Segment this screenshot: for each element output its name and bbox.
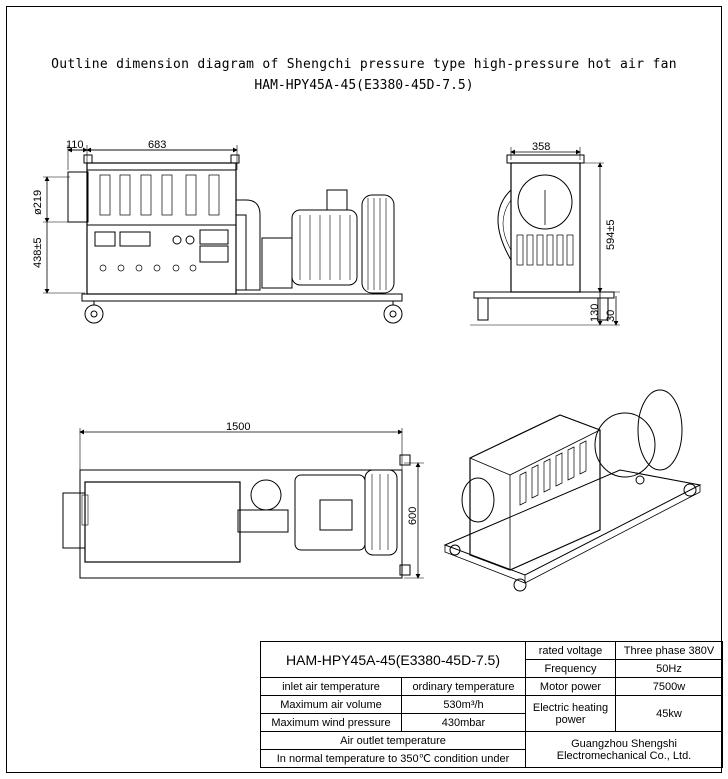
isometric-view (443, 389, 702, 592)
spec-rated-voltage-label: rated voltage (525, 641, 616, 660)
spec-frequency-label: Frequency (525, 659, 616, 678)
dim-front-inlet: 110 (66, 139, 84, 151)
spec-heating-power-label: Electric heating power (525, 695, 616, 732)
diagram-title: Outline dimension diagram of Shengchi pr… (51, 57, 677, 72)
dim-front-length: 683 (148, 139, 166, 151)
dim-side-width: 358 (532, 141, 550, 153)
spec-model: HAM-HPY45A-45(E3380-45D-7.5) (260, 641, 526, 678)
drawing-frame (6, 6, 722, 773)
dim-front-height: 438±5 (32, 237, 44, 268)
spec-heating-power-value: 45kw (615, 695, 723, 732)
spec-wind-pressure-label: Maximum wind pressure (260, 713, 402, 732)
spec-air-volume-value: 530m³/h (401, 695, 526, 714)
dim-side-base: 30 (605, 310, 617, 322)
dim-top-width: 600 (407, 507, 419, 525)
spec-outlet-temp-label: Air outlet temperature (260, 731, 526, 750)
spec-outlet-temp-value: In normal temperature to 350℃ condition … (260, 749, 526, 768)
spec-air-volume-label: Maximum air volume (260, 695, 402, 714)
side-view (470, 147, 620, 326)
company-line1: Guangzhou Shengshi (571, 737, 677, 750)
model-title: HAM-HPY45A-45(E3380-45D-7.5) (254, 78, 474, 93)
spec-motor-power-label: Motor power (525, 677, 616, 696)
dim-top-length: 1500 (226, 421, 250, 433)
spec-wind-pressure-value: 430mbar (401, 713, 526, 732)
spec-inlet-temp-value: ordinary temperature (401, 677, 526, 696)
spec-table: HAM-HPY45A-45(E3380-45D-7.5) rated volta… (260, 641, 723, 768)
spec-company: Guangzhou Shengshi Electromechanical Co.… (525, 731, 723, 768)
spec-rated-voltage-value: Three phase 380V (615, 641, 723, 660)
front-view (43, 145, 403, 324)
top-view (62, 428, 424, 579)
spec-motor-power-value: 7500w (615, 677, 723, 696)
company-line2: Electromechanical Co., Ltd. (556, 749, 692, 762)
spec-inlet-temp-label: inlet air temperature (260, 677, 402, 696)
dim-front-diameter: ø219 (32, 190, 44, 215)
dim-side-height: 594±5 (605, 219, 617, 250)
dim-side-wheel: 130 (589, 304, 601, 322)
spec-frequency-value: 50Hz (615, 659, 723, 678)
